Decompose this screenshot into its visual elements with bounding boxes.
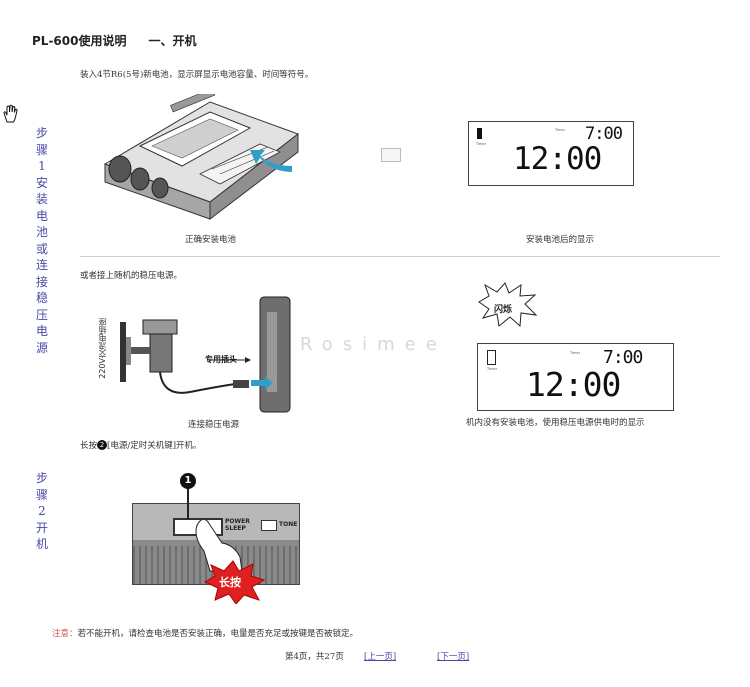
empty-battery-icon — [487, 350, 496, 365]
outlet-label: 220V交流电插座 — [98, 318, 107, 379]
flash-label: 闪烁 — [494, 305, 513, 315]
press-label: 长按 — [219, 576, 241, 589]
lcd2-alarm-time: 7:00 — [603, 347, 643, 368]
hand-cursor-icon — [3, 104, 18, 123]
next-page-link[interactable]: [下一页] — [437, 652, 470, 662]
callout-number-badge: 1 — [180, 473, 196, 489]
tone-label: TONE — [279, 521, 298, 528]
step2-instruction: 长按 2 [电源/定时关机键]开机。 — [80, 439, 202, 451]
caption-no-battery: 机内没有安装电池，使用稳压电源供电时的显示 — [466, 418, 645, 428]
power-label: POWER — [225, 518, 250, 525]
key-number-badge: 2 — [97, 440, 108, 450]
page-info: 第4页，共27页 — [285, 652, 344, 662]
note: 注意：若不能开机，请检查电池是否安装正确，电量是否充足或按键是否被锁定。 — [52, 621, 358, 640]
lcd-main-time: 12:00 — [513, 141, 602, 177]
page-title: PL-600使用说明 一、开机 — [32, 32, 197, 49]
instruction-prefix: 长按 — [80, 441, 98, 451]
adapter-illustration — [120, 296, 291, 413]
watermark: Rosimee — [300, 334, 447, 355]
lcd2-tag: Timer — [487, 367, 498, 371]
section-title: 一、开机 — [148, 34, 197, 48]
caption-install-battery: 正确安装电池 — [185, 235, 237, 245]
doc-title: PL-600使用说明 — [32, 34, 127, 48]
radio-battery-illustration — [103, 94, 300, 221]
flash-burst-icon — [478, 282, 538, 328]
image-link-icon — [381, 148, 401, 162]
battery-icon — [477, 128, 482, 139]
lcd-alarm-time: 7:00 — [585, 124, 623, 144]
lcd2-timer-tag: Timer — [570, 351, 581, 355]
lcd-tag: Timer — [476, 142, 487, 146]
note-label: 注意： — [52, 629, 78, 639]
step1-intro: 装入4节R6(5号)新电池，显示屏显示电池容量、时间等符号。 — [80, 70, 314, 80]
plug-label: 专用插头 — [205, 355, 237, 364]
lcd2-main-time: 12:00 — [526, 365, 621, 404]
section-divider — [80, 256, 720, 257]
tone-key — [261, 520, 277, 531]
note-text: 若不能开机，请检查电池是否安装正确，电量是否充足或按键是否被锁定。 — [77, 629, 359, 639]
lcd-display-battery: Timer Timer 7:00 12:00 — [468, 121, 634, 186]
lcd-display-adapter: Timer Timer 7:00 12:00 — [477, 343, 674, 411]
callout-line — [187, 485, 189, 519]
press-burst-icon — [203, 560, 265, 604]
caption-adapter: 连接稳压电源 — [188, 420, 240, 430]
prev-page-link[interactable]: [上一页] — [364, 652, 397, 662]
power-sleep-label: POWER SLEEP — [225, 518, 250, 532]
caption-after-battery: 安装电池后的显示 — [526, 235, 595, 245]
instruction-suffix: [电源/定时关机键]开机。 — [107, 441, 202, 451]
step2-label: 步骤2开机 — [35, 471, 48, 551]
lcd-timer-tag: Timer — [555, 128, 566, 132]
adapter-intro: 或者接上随机的稳压电源。 — [80, 271, 183, 281]
step1-label: 步骤1安装电池或连接稳压电源 — [35, 126, 48, 355]
sleep-label: SLEEP — [225, 525, 246, 532]
